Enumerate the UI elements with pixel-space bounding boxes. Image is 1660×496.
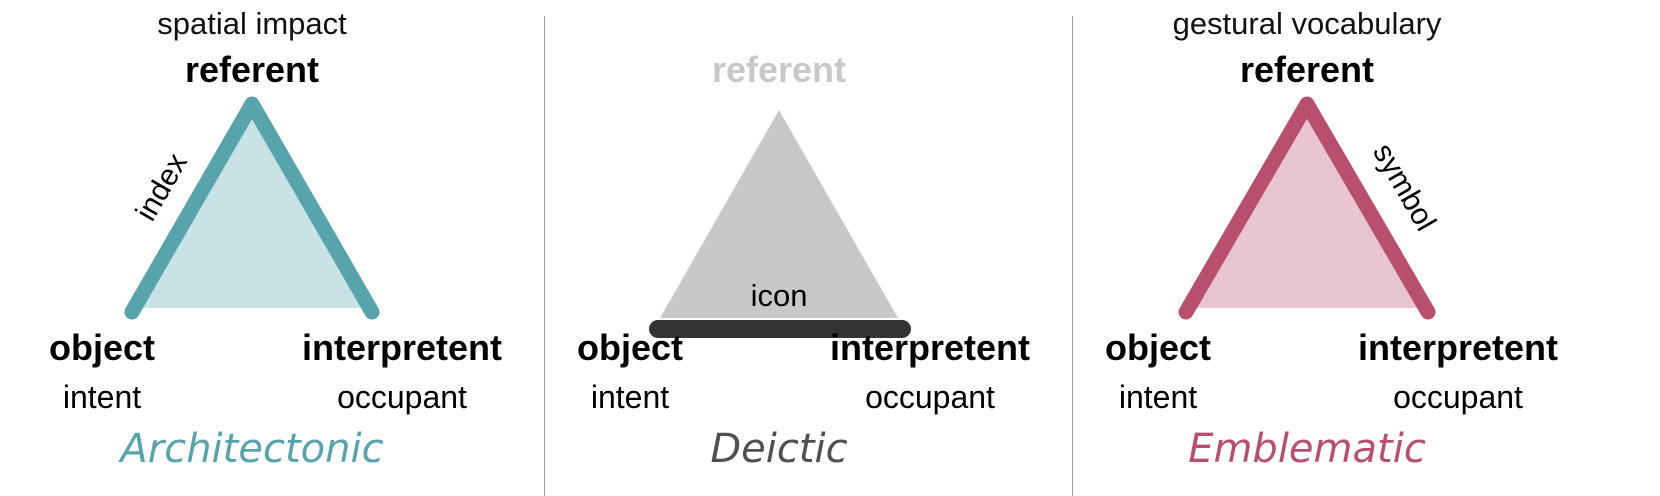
interpretent-sublabel: occupant bbox=[1393, 379, 1523, 415]
interpretent-label: interpretent bbox=[302, 327, 502, 368]
top-caption: gestural vocabulary bbox=[1173, 6, 1442, 41]
interpretent-label: interpretent bbox=[1358, 327, 1558, 368]
interpretent-sublabel: occupant bbox=[865, 379, 995, 415]
emblematic-diagram: gestural vocabulary referent symbol obje… bbox=[1105, 6, 1558, 472]
referent-label: referent bbox=[1240, 49, 1374, 90]
object-sublabel: intent bbox=[1119, 379, 1197, 415]
object-label: object bbox=[577, 327, 683, 368]
triangle-fill bbox=[660, 110, 898, 318]
deictic-diagram: referent icon object intent interpretent… bbox=[577, 49, 1030, 472]
object-sublabel: intent bbox=[63, 379, 141, 415]
object-sublabel: intent bbox=[591, 379, 669, 415]
triangle-fill bbox=[138, 112, 366, 308]
object-label: object bbox=[49, 327, 155, 368]
panel-title: Architectonic bbox=[117, 426, 383, 472]
triangle-stroke bbox=[124, 96, 380, 320]
referent-label: referent bbox=[185, 49, 319, 90]
edge-label-icon: icon bbox=[751, 278, 808, 313]
interpretent-sublabel: occupant bbox=[337, 379, 467, 415]
architectonic-diagram: spatial impact referent index object int… bbox=[49, 6, 502, 472]
top-caption: spatial impact bbox=[157, 6, 347, 41]
panel-title: Deictic bbox=[710, 426, 847, 472]
object-label: object bbox=[1105, 327, 1211, 368]
panel-deictic: referent icon object intent interpretent… bbox=[546, 0, 1074, 496]
triangle-stroke bbox=[1178, 96, 1436, 320]
triangle-fill bbox=[1190, 112, 1424, 308]
interpretent-label: interpretent bbox=[830, 327, 1030, 368]
divider-right bbox=[1072, 16, 1073, 496]
divider-left bbox=[544, 16, 545, 496]
panel-architectonic: spatial impact referent index object int… bbox=[0, 0, 540, 496]
panel-emblematic: gestural vocabulary referent symbol obje… bbox=[1074, 0, 1660, 496]
referent-label: referent bbox=[712, 49, 846, 90]
panel-title: Emblematic bbox=[1188, 426, 1426, 472]
